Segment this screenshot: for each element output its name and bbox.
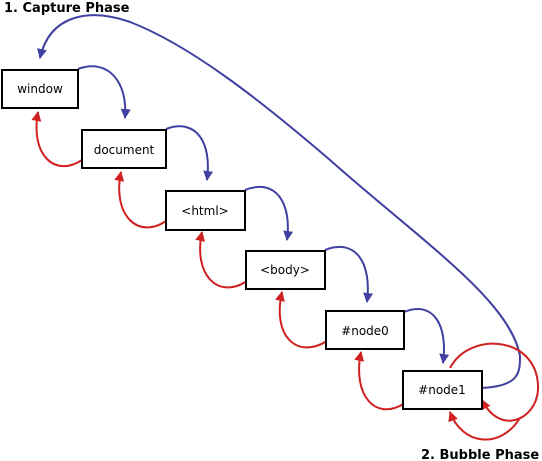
node-document-label: document <box>94 143 155 157</box>
node-html-label: <html> <box>181 204 228 218</box>
node-body: <body> <box>245 250 326 290</box>
capture-return-arrow <box>37 14 522 389</box>
bubble-arrow-html-document <box>114 171 167 229</box>
node-node1: #node1 <box>402 370 483 410</box>
node-node0: #node0 <box>325 310 405 350</box>
bubble-phase-label: 2. Bubble Phase <box>421 448 539 461</box>
bubble-arrow-document-window <box>31 111 83 168</box>
capture-phase-label: 1. Capture Phase <box>4 1 130 16</box>
node-body-label: <body> <box>260 263 310 277</box>
capture-arrow-body-node0 <box>324 245 374 303</box>
node-node0-label: #node0 <box>341 324 389 338</box>
bubble-arrow-node0-body <box>275 291 328 349</box>
bubble-arrow-body-html <box>195 231 248 289</box>
node-document: document <box>81 129 167 169</box>
capture-arrow-window-document <box>77 65 131 119</box>
capture-arrow-node0-node1 <box>403 308 450 364</box>
node-html: <html> <box>165 190 246 231</box>
node-window: window <box>1 69 79 109</box>
node-node1-label: #node1 <box>418 383 466 397</box>
bubble-arrow-node1-node0 <box>354 351 406 411</box>
capture-arrow-document-html <box>165 125 214 181</box>
node-window-label: window <box>17 82 63 96</box>
capture-arrow-html-body <box>244 185 294 241</box>
target-loop-bottom-arrow <box>448 411 521 441</box>
target-loop-top-arrow <box>449 342 540 422</box>
